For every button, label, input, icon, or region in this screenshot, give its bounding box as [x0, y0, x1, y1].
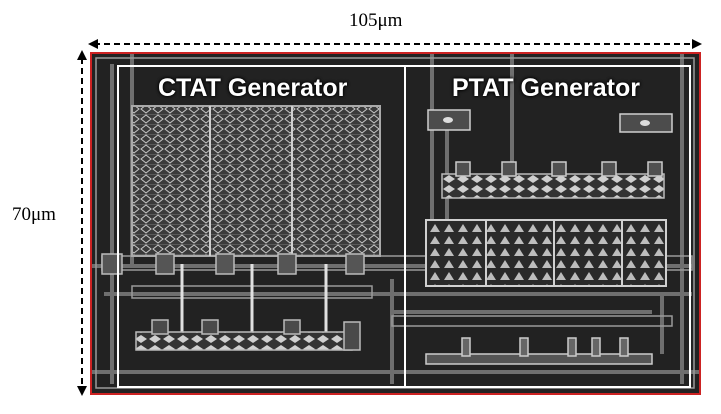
height-dimension-arrow — [77, 50, 87, 396]
width-dimension-label: 105μm — [349, 10, 403, 31]
ctat-transistor-array — [131, 105, 381, 257]
ptat-generator-title: PTAT Generator — [452, 74, 640, 102]
chip-layout: CTAT Generator PTAT Generator — [90, 52, 701, 395]
ptat-block-outline — [404, 65, 691, 388]
width-dimension-arrow — [88, 39, 702, 49]
ptat-transistor-array — [425, 219, 667, 287]
layout-artwork — [92, 54, 699, 389]
height-dimension-label: 70μm — [12, 204, 56, 225]
ctat-block-outline — [117, 65, 406, 388]
ctat-generator-title: CTAT Generator — [158, 74, 348, 102]
ptat-bottom-comb — [425, 353, 653, 365]
